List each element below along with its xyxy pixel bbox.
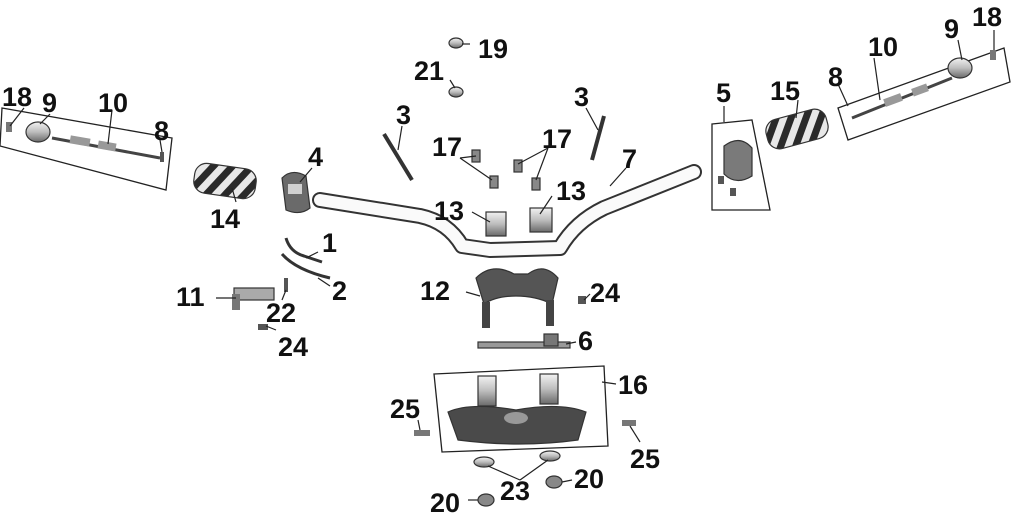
label-1: 1	[322, 228, 337, 258]
part-number-labels: 18 9 10 8 14 4 3 3 17 17 13 13 7 5 15 8 …	[2, 2, 1002, 518]
handlebar-part	[312, 164, 702, 258]
right-grip-part	[765, 108, 829, 150]
label-15: 15	[770, 76, 800, 106]
label-14: 14	[210, 204, 240, 234]
left-grip-assembly-box	[0, 107, 173, 191]
leader-lines	[9, 30, 995, 501]
bolt-25-left-part	[414, 430, 430, 436]
cable-1-part	[284, 237, 323, 264]
nut-20-left-part	[477, 493, 495, 507]
label-19: 19	[478, 34, 508, 64]
nut-20-right-part	[545, 475, 563, 489]
label-7: 7	[622, 144, 637, 174]
label-18-right: 18	[972, 2, 1002, 32]
right-throttle-tube-part	[851, 76, 953, 120]
washer-23-left-part	[473, 456, 495, 468]
right-screw-part	[990, 50, 996, 60]
right-switch-housing-part	[723, 139, 753, 182]
label-2: 2	[332, 276, 347, 306]
label-8-right: 8	[828, 62, 843, 92]
triple-clamp-box	[433, 365, 609, 453]
label-3-right: 3	[574, 82, 589, 112]
nut-part	[448, 37, 464, 49]
left-switch-housing-part	[281, 171, 311, 214]
label-20-left: 20	[430, 488, 460, 518]
right-grip-assembly-box	[837, 47, 1011, 141]
label-9-right: 9	[944, 14, 959, 44]
label-20-right: 20	[574, 464, 604, 494]
label-22: 22	[266, 298, 296, 328]
label-5: 5	[716, 78, 731, 108]
handlebar-holder-part	[475, 268, 559, 328]
right-cable-part	[590, 115, 606, 161]
label-17-left: 17	[432, 132, 462, 162]
label-25-left: 25	[390, 394, 420, 424]
label-12: 12	[420, 276, 450, 306]
label-23: 23	[500, 476, 530, 506]
label-25-right: 25	[630, 444, 660, 474]
screw-24-left-part	[258, 324, 268, 330]
screw-24-right-part	[578, 296, 586, 304]
label-4: 4	[308, 142, 323, 172]
label-18-left: 18	[2, 82, 32, 112]
clamp-bolts-part	[471, 149, 541, 191]
left-upper-clamp-part	[485, 211, 507, 237]
left-screw-part	[6, 122, 12, 132]
label-13-left: 13	[434, 196, 464, 226]
left-grip-part	[193, 162, 257, 200]
label-24-right: 24	[590, 278, 620, 308]
label-13-right: 13	[556, 176, 586, 206]
label-11: 11	[176, 282, 205, 312]
bracket-part	[232, 287, 275, 310]
bolt-25-right-part	[622, 420, 636, 426]
label-17-right: 17	[542, 124, 572, 154]
right-end-cap-part	[947, 57, 973, 79]
screw-22-part	[284, 278, 288, 292]
label-8-left: 8	[154, 116, 169, 146]
label-24-left: 24	[278, 332, 308, 362]
cable-2-part	[280, 252, 331, 280]
label-10-right: 10	[868, 32, 898, 62]
left-cable-part	[382, 132, 414, 182]
label-3-left: 3	[396, 100, 411, 130]
rod-part	[477, 333, 571, 349]
label-6: 6	[578, 326, 593, 356]
washer-part	[448, 86, 464, 98]
right-switch-housing-box	[711, 119, 771, 211]
left-end-cap-part	[25, 121, 51, 143]
label-9-left: 9	[42, 88, 57, 118]
label-16: 16	[618, 370, 648, 400]
right-upper-clamp-part	[529, 207, 553, 233]
label-10-left: 10	[98, 88, 128, 118]
label-21: 21	[414, 56, 444, 86]
washer-23-right-part	[539, 450, 561, 462]
